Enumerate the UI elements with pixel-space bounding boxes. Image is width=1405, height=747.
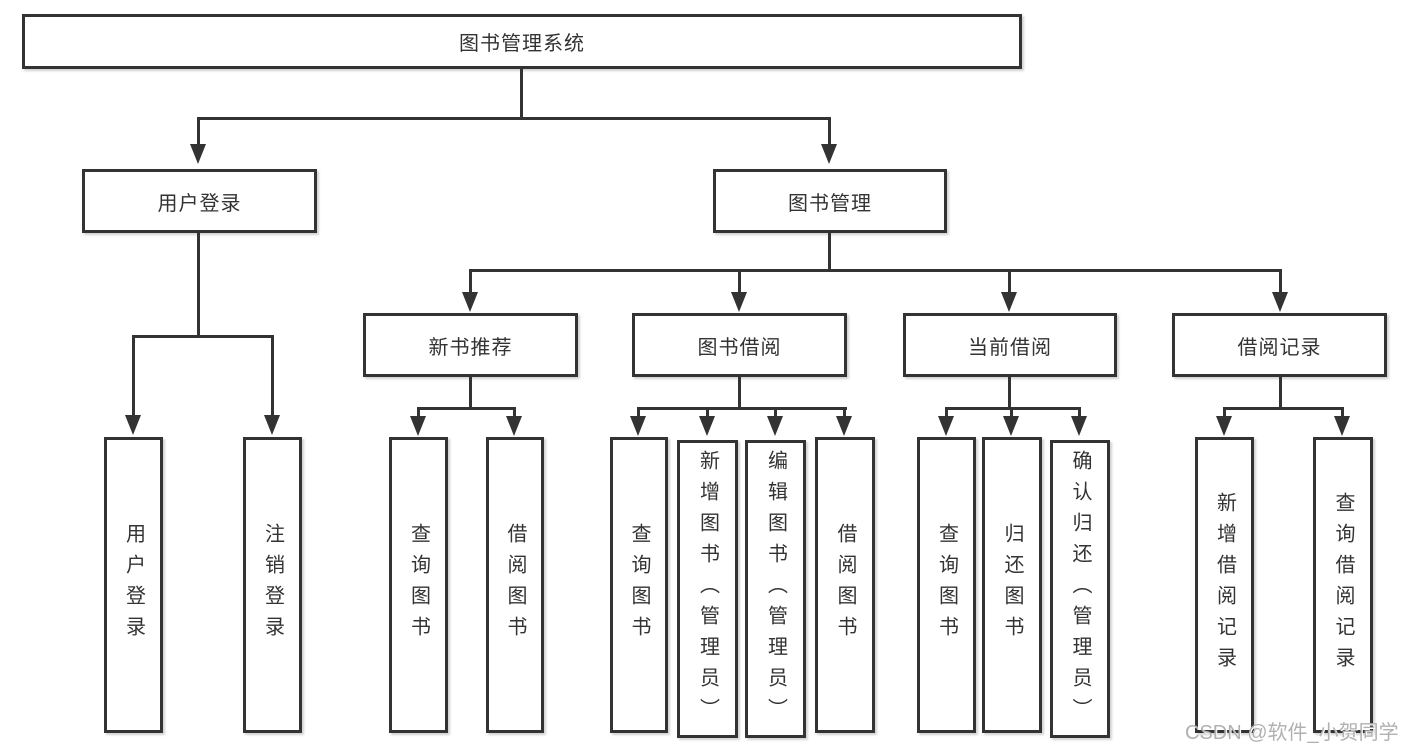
connector-line (197, 233, 200, 335)
arrowhead-down-icon (699, 416, 715, 436)
connector-line (417, 407, 420, 416)
arrowhead-down-icon (1001, 292, 1017, 312)
arrowhead-down-icon (821, 144, 837, 164)
node-borrow-records-label: 借阅记录 (1237, 336, 1322, 359)
arrowhead-down-icon (125, 415, 141, 435)
connector-line (132, 335, 274, 338)
leaf-borrow-query-books: 查询图书 (610, 437, 668, 733)
connector-line (828, 117, 831, 144)
arrowhead-down-icon (630, 416, 646, 436)
leaf-logout: 注销登录 (243, 437, 302, 733)
connector-line (469, 377, 472, 407)
connector-line (1223, 407, 1226, 416)
node-user-login-label: 用户登录 (157, 192, 242, 215)
leaf-recommend-borrow-books: 借阅图书 (486, 437, 544, 733)
connector-line (1010, 407, 1013, 416)
arrowhead-down-icon (836, 416, 852, 436)
leaf-recommend-query-books: 查询图书 (389, 437, 448, 733)
arrowhead-down-icon (1071, 416, 1087, 436)
leaf-current-confirm-return-admin-label: 确认归还（管理员） (1069, 449, 1091, 729)
connector-line (1078, 407, 1081, 416)
leaf-current-query-books-label: 查询图书 (935, 523, 958, 647)
connector-line (1008, 377, 1011, 407)
leaf-user-login: 用户登录 (104, 437, 163, 733)
leaf-current-return-books-label: 归还图书 (1001, 523, 1023, 647)
node-new-book-recommend: 新书推荐 (363, 313, 578, 377)
connector-line (828, 233, 831, 269)
connector-line (520, 69, 523, 117)
connector-line (706, 407, 709, 416)
connector-line (197, 117, 200, 144)
node-book-management-label: 图书管理 (788, 192, 872, 215)
leaf-borrow-query-books-label: 查询图书 (628, 523, 650, 647)
leaf-borrow-edit-books-admin-label: 编辑图书（管理员） (764, 449, 787, 729)
arrowhead-down-icon (767, 416, 783, 436)
connector-line (469, 269, 1282, 272)
node-root-label: 图书管理系统 (459, 33, 585, 55)
node-borrow-records: 借阅记录 (1172, 313, 1387, 377)
leaf-current-confirm-return-admin: 确认归还（管理员） (1050, 440, 1110, 738)
node-book-borrow: 图书借阅 (632, 313, 847, 377)
connector-line (417, 407, 516, 410)
leaf-recommend-borrow-books-label: 借阅图书 (504, 523, 526, 647)
connector-line (513, 407, 516, 416)
connector-line (1279, 269, 1282, 292)
node-root: 图书管理系统 (22, 14, 1022, 69)
arrowhead-down-icon (1272, 292, 1288, 312)
leaf-records-add-record: 新增借阅记录 (1195, 437, 1254, 733)
leaf-borrow-add-books-admin-label: 新增图书（管理员） (696, 449, 719, 729)
leaf-borrow-edit-books-admin: 编辑图书（管理员） (745, 440, 806, 738)
csdn-watermark: CSDN @软件_小贺同学 (1185, 722, 1399, 744)
connector-line (197, 117, 831, 120)
arrowhead-down-icon (731, 292, 747, 312)
leaf-borrow-borrow-books: 借阅图书 (815, 437, 875, 733)
connector-line (843, 407, 846, 416)
arrowhead-down-icon (1216, 416, 1232, 436)
leaf-user-login-label: 用户登录 (122, 523, 145, 647)
connector-line (945, 407, 1081, 410)
connector-line (637, 407, 640, 416)
leaf-current-query-books: 查询图书 (917, 437, 976, 733)
arrowhead-down-icon (506, 416, 522, 436)
leaf-logout-label: 注销登录 (261, 523, 284, 647)
node-book-borrow-label: 图书借阅 (697, 336, 782, 359)
leaf-borrow-borrow-books-label: 借阅图书 (834, 523, 856, 647)
connector-line (271, 335, 274, 415)
connector-line (945, 407, 948, 416)
arrowhead-down-icon (462, 292, 478, 312)
leaf-borrow-add-books-admin: 新增图书（管理员） (677, 440, 738, 738)
node-current-borrow: 当前借阅 (903, 313, 1117, 377)
arrowhead-down-icon (190, 144, 206, 164)
leaf-records-add-record-label: 新增借阅记录 (1213, 492, 1236, 678)
node-book-management: 图书管理 (713, 169, 947, 233)
node-user-login: 用户登录 (82, 169, 317, 233)
node-current-borrow-label: 当前借阅 (968, 336, 1052, 359)
leaf-recommend-query-books-label: 查询图书 (407, 523, 430, 647)
connector-line (1008, 269, 1011, 292)
leaf-current-return-books: 归还图书 (982, 437, 1042, 733)
connector-line (1223, 407, 1344, 410)
connector-line (1279, 377, 1282, 407)
connector-line (469, 269, 472, 292)
leaf-records-query-record: 查询借阅记录 (1313, 437, 1373, 733)
connector-line (637, 407, 847, 410)
arrowhead-down-icon (938, 416, 954, 436)
connector-line (132, 335, 135, 415)
connector-line (1341, 407, 1344, 416)
arrowhead-down-icon (1003, 416, 1019, 436)
connector-line (738, 269, 741, 292)
connector-line (738, 377, 741, 407)
connector-line (774, 407, 777, 416)
arrowhead-down-icon (410, 416, 426, 436)
node-new-book-recommend-label: 新书推荐 (428, 336, 513, 359)
arrowhead-down-icon (1334, 416, 1350, 436)
arrowhead-down-icon (264, 415, 280, 435)
leaf-records-query-record-label: 查询借阅记录 (1332, 492, 1354, 678)
